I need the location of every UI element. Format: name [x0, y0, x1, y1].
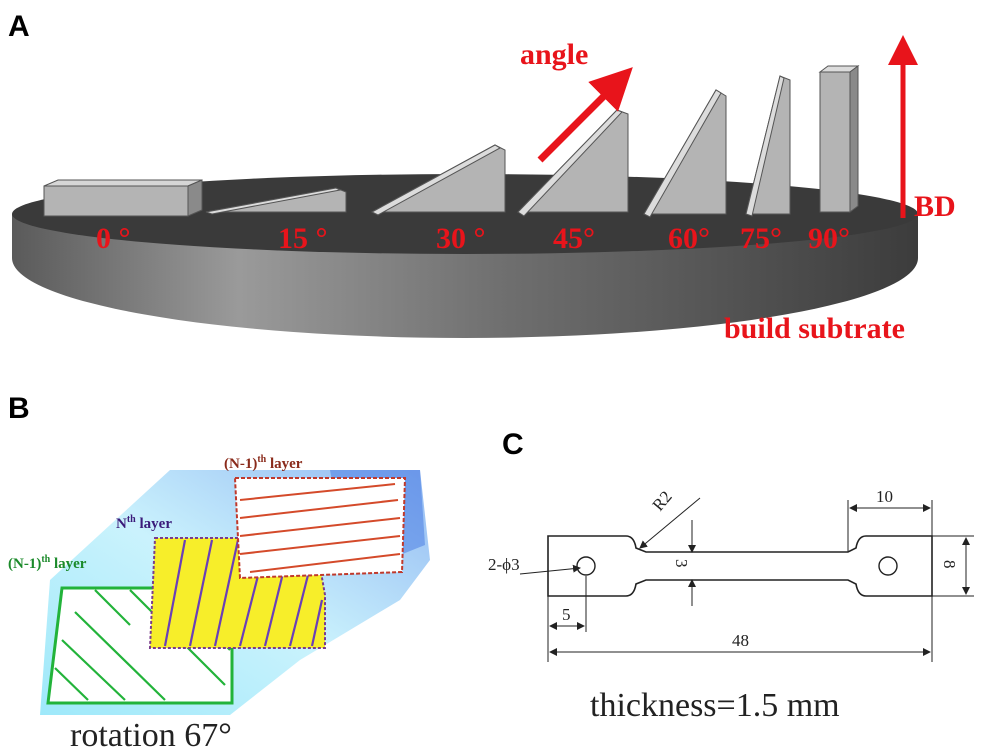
angle-label-30: 30 ° — [436, 222, 486, 255]
angle-label-15: 15 ° — [278, 222, 328, 255]
angle-arrow-label: angle — [520, 38, 588, 71]
angle-arrow — [537, 67, 633, 163]
angle-label-75: 75° — [740, 222, 782, 255]
sample-0deg — [43, 179, 203, 217]
hole-left — [576, 556, 596, 576]
panel-label-a: A — [8, 10, 30, 43]
hole-label: 2-ϕ3 — [488, 555, 520, 574]
layer-label-left: (N-1)th layer — [8, 554, 87, 572]
angle-label-0: 0 ° — [96, 222, 131, 255]
angle-label-45: 45° — [553, 222, 595, 255]
tensile-specimen-drawing: R2 2-ϕ3 3 10 8 5 48 — [488, 487, 974, 662]
angle-label-60: 60° — [668, 222, 710, 255]
red-layer — [233, 477, 407, 580]
sample-45deg — [516, 109, 629, 217]
scan-strategy-diagram — [40, 470, 430, 715]
grip-length-label: 10 — [876, 487, 893, 506]
total-length-label: 48 — [732, 631, 749, 650]
sample-75deg — [745, 75, 791, 217]
bd-label: BD — [914, 190, 956, 223]
sample-60deg — [643, 89, 727, 218]
panel-label-c: C — [502, 428, 524, 461]
thickness-caption: thickness=1.5 mm — [590, 687, 840, 724]
radius-label: R2 — [649, 487, 676, 514]
rotation-caption: rotation 67° — [70, 717, 232, 754]
angle-label-90: 90° — [808, 222, 850, 255]
grip-width-label: 8 — [940, 560, 959, 569]
panel-label-b: B — [8, 392, 30, 425]
sample-15deg — [205, 187, 347, 215]
sample-30deg — [370, 144, 506, 216]
neck-width-label: 3 — [672, 559, 691, 568]
hole-offset-label: 5 — [562, 605, 571, 624]
substrate-label: build subtrate — [724, 312, 905, 345]
hole-right — [878, 556, 898, 576]
layer-label-top: (N-1)th layer — [224, 454, 303, 472]
layer-label-middle: Nth layer — [116, 514, 172, 532]
sample-90deg — [818, 65, 860, 213]
